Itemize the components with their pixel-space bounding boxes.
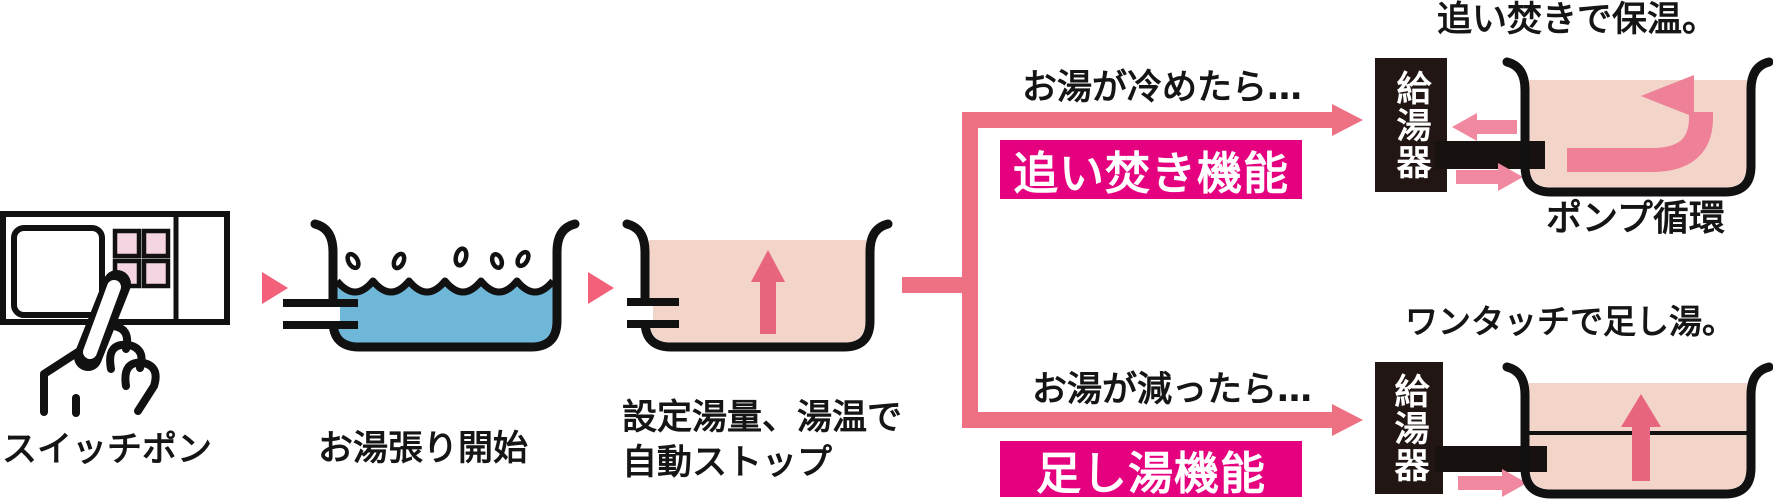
splash-droplets xyxy=(345,246,531,271)
branch-top-line xyxy=(962,112,1334,128)
branch-bottom-line xyxy=(962,412,1334,428)
reheat-result-title: 追い焚きで保温。 xyxy=(1437,0,1718,40)
bathtub-outline xyxy=(1502,57,1773,197)
step-switch-label: スイッチポン xyxy=(2,430,213,470)
panel-buttons xyxy=(112,228,171,289)
warm-water-fill xyxy=(649,240,866,343)
condition-decreased-label: お湯が減ったら… xyxy=(1032,370,1313,410)
condition-cooled-label: お湯が冷めたら… xyxy=(1022,68,1303,108)
return-flow-arrow-icon xyxy=(1452,113,1517,141)
branch-vertical-line xyxy=(962,112,978,428)
faucet-pipe xyxy=(283,299,358,329)
water-heater-box: 給湯器 xyxy=(1375,58,1447,192)
branch-stub-line xyxy=(902,277,964,293)
pressing-hand-icon xyxy=(40,270,160,417)
add-water-feature-badge: 足し湯機能 xyxy=(1000,441,1302,500)
water-blue-fill xyxy=(337,281,553,343)
add-water-bathtub-illustration xyxy=(1435,362,1773,499)
bathtub-outline xyxy=(310,219,580,352)
circulation-arrow-icon xyxy=(1567,75,1713,172)
water-level-up-arrow-icon xyxy=(751,250,785,334)
flow-arrow-icon xyxy=(262,272,288,304)
reheat-bathtub-illustration xyxy=(1435,57,1773,197)
flow-arrow-icon xyxy=(588,272,614,304)
heater-pipe xyxy=(1435,446,1547,472)
step-autostop-label-line2: 自動ストップ xyxy=(622,443,833,483)
step-fill-label: お湯張り開始 xyxy=(318,429,529,469)
control-panel-illustration xyxy=(0,211,230,417)
panel-button xyxy=(141,258,171,289)
water-wave-line xyxy=(334,277,556,296)
filled-bathtub-illustration xyxy=(622,219,893,352)
faucet-pipe xyxy=(627,298,679,328)
filling-bathtub-illustration xyxy=(283,219,580,352)
water-heater-box: 給湯器 xyxy=(1375,362,1443,494)
supply-flow-arrow-icon xyxy=(1456,163,1523,191)
branch-top-arrowhead-icon xyxy=(1332,104,1363,136)
panel-button xyxy=(112,228,142,259)
reheat-feature-badge: 追い焚き機能 xyxy=(1000,140,1302,200)
bathtub-outline xyxy=(1502,362,1773,499)
branch-bottom-arrowhead-icon xyxy=(1332,404,1363,436)
panel-button xyxy=(141,228,171,259)
panel-display xyxy=(11,225,105,318)
add-water-result-title: ワンタッチで足し湯。 xyxy=(1405,302,1735,341)
branch-connector xyxy=(902,104,1363,436)
water-level-up-arrow-icon xyxy=(1621,394,1661,481)
supply-flow-arrow-icon xyxy=(1458,469,1527,497)
bathtub-outline xyxy=(622,219,893,352)
step-autostop-label-line1: 設定湯量、湯温で xyxy=(622,398,903,438)
pump-circulation-caption: ポンプ循環 xyxy=(1546,198,1725,239)
